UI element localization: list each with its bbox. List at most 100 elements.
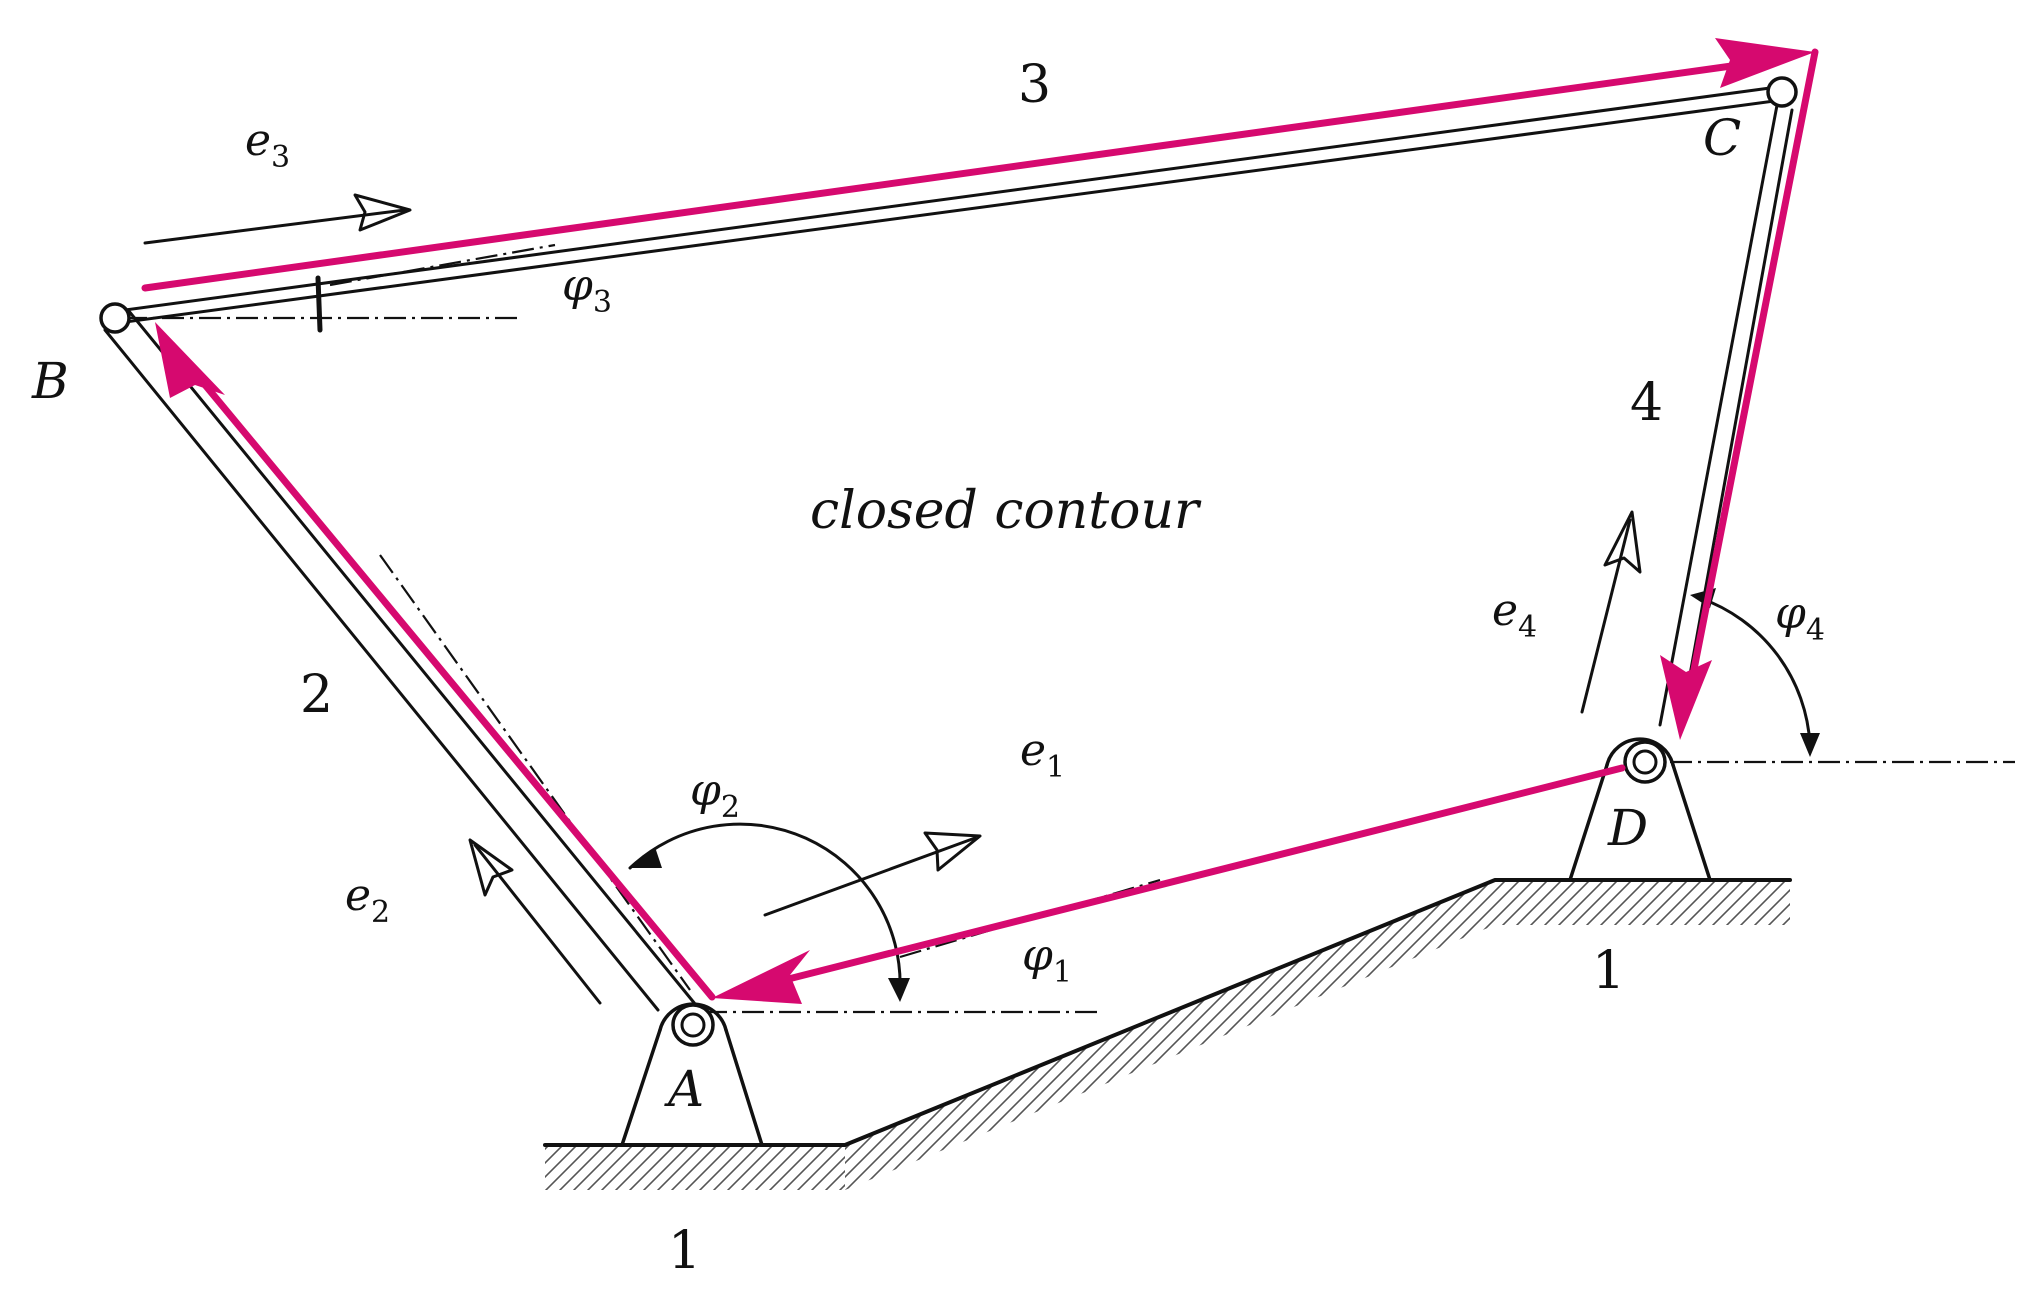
- hatch-stroke: [1017, 880, 1349, 1190]
- hatch-stroke: [1367, 880, 1699, 1190]
- hatch-stroke: [545, 1145, 713, 1190]
- hatch-stroke: [1171, 880, 1503, 1190]
- hatch-stroke: [1591, 880, 1790, 1190]
- hatch-stroke: [1157, 880, 1489, 1190]
- hatch-stroke: [845, 880, 1153, 1190]
- hatch-stroke: [877, 880, 1209, 1190]
- hatch-stroke: [1339, 880, 1671, 1190]
- link-2: [103, 308, 702, 1012]
- ground-label-right: 1: [1592, 941, 1625, 1001]
- hatch-stroke: [891, 880, 1223, 1190]
- support-d: [1568, 737, 1712, 882]
- hatch-stroke: [549, 1145, 845, 1190]
- hatch-stroke: [545, 1145, 685, 1190]
- hatch-stroke: [1283, 880, 1615, 1190]
- hatch-stroke: [703, 1145, 845, 1190]
- hatch-stroke: [845, 880, 1097, 1190]
- hatch-stroke: [1045, 880, 1377, 1190]
- hatch-stroke: [1535, 880, 1790, 1190]
- link-4-label: 4: [1630, 373, 1663, 433]
- hatch-stroke: [1395, 880, 1727, 1190]
- hatch-stroke: [815, 1145, 845, 1190]
- hatch-stroke: [1311, 880, 1643, 1190]
- hatch-stroke: [1493, 880, 1790, 1190]
- hatch-stroke: [545, 1145, 783, 1190]
- angle-arc-phi2: [628, 822, 910, 1002]
- hatch-stroke: [1003, 880, 1335, 1190]
- hatch-stroke: [1661, 880, 1790, 1190]
- hatch-stroke: [845, 880, 1041, 1190]
- hatch-stroke: [545, 1145, 615, 1190]
- e3-label: e3: [245, 115, 290, 175]
- hatch-stroke: [1297, 880, 1629, 1190]
- hatch-stroke: [1465, 880, 1790, 1190]
- hatch-stroke: [1409, 880, 1741, 1190]
- joint-d: [1623, 740, 1667, 784]
- hatch-stroke: [1773, 880, 1790, 1190]
- hatch-stroke: [1087, 880, 1419, 1190]
- hatch-stroke: [787, 1145, 845, 1190]
- hatch-stroke: [1787, 880, 1790, 1190]
- hatch-stroke: [919, 880, 1251, 1190]
- hatch-stroke: [1675, 880, 1790, 1190]
- hatch-stroke: [1381, 880, 1713, 1190]
- hatch-stroke: [545, 1145, 587, 1190]
- hatch-stroke: [545, 1145, 769, 1190]
- hatch-stroke: [1451, 880, 1783, 1190]
- hatch-stroke: [1577, 880, 1790, 1190]
- hatch-stroke: [545, 1145, 839, 1190]
- e1-arrow: [763, 831, 982, 917]
- hatch-stroke: [1059, 880, 1391, 1190]
- joint-b-label: B: [31, 352, 69, 410]
- joint-b: [99, 302, 131, 334]
- ground-line: [543, 878, 1792, 1147]
- link-2-label: 2: [300, 665, 333, 725]
- e2-label: e2: [345, 870, 390, 930]
- phi4-label: φ4: [1775, 588, 1825, 648]
- hatch-stroke: [1101, 880, 1433, 1190]
- ground-label-left: 1: [668, 1221, 701, 1281]
- e2-arrow: [468, 838, 602, 1005]
- hatch-stroke: [1255, 880, 1587, 1190]
- hatch-stroke: [905, 880, 1237, 1190]
- phi1-label: φ1: [1022, 930, 1072, 990]
- hatch-stroke: [843, 1145, 845, 1190]
- hatch-stroke: [717, 1145, 845, 1190]
- link-4: [1658, 98, 1794, 732]
- hatch-stroke: [989, 880, 1321, 1190]
- hatch-stroke: [1479, 880, 1790, 1190]
- hatch-stroke: [801, 1145, 845, 1190]
- hatch-stroke: [845, 880, 1013, 1190]
- hatch-stroke: [1717, 880, 1790, 1190]
- hatch-stroke: [1647, 880, 1790, 1190]
- hatch-stroke: [1437, 880, 1769, 1190]
- joint-c-label: C: [1703, 109, 1741, 167]
- hatch-stroke: [845, 880, 915, 1190]
- hatch-stroke: [1619, 880, 1790, 1190]
- hatch-stroke: [845, 880, 901, 1190]
- hatch-stroke: [1185, 880, 1517, 1190]
- hatch-stroke: [545, 1145, 601, 1190]
- link-3-label: 3: [1018, 55, 1051, 115]
- hatch-stroke: [845, 880, 1111, 1190]
- phi2-label: φ2: [690, 765, 740, 825]
- hatch-stroke: [1759, 880, 1790, 1190]
- hatch-stroke: [1199, 880, 1531, 1190]
- e4-label: e4: [1492, 585, 1537, 645]
- joint-c: [1766, 76, 1798, 108]
- hatch-stroke: [1423, 880, 1755, 1190]
- hatch-stroke: [1073, 880, 1405, 1190]
- hatch-stroke: [1269, 880, 1601, 1190]
- joint-d-label: D: [1607, 799, 1648, 857]
- hatch-stroke: [1549, 880, 1790, 1190]
- e1-label: e1: [1020, 725, 1065, 785]
- hatch-stroke: [773, 1145, 845, 1190]
- hatch-stroke: [1143, 880, 1475, 1190]
- phi3-label: φ3: [562, 260, 612, 320]
- e4-arrow: [1580, 510, 1642, 714]
- e3-arrow: [143, 193, 412, 245]
- hatch-stroke: [689, 1145, 845, 1190]
- hatch-stroke: [1563, 880, 1790, 1190]
- hatch-stroke: [759, 1145, 845, 1190]
